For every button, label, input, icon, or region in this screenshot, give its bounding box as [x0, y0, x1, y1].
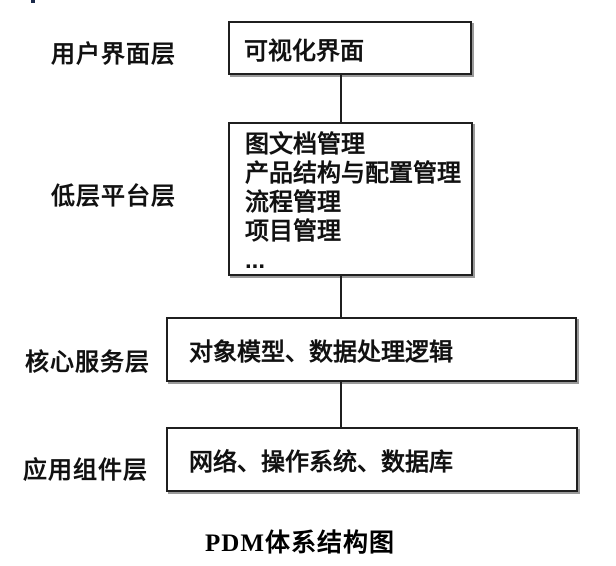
connector-line-2	[340, 276, 342, 317]
box-app-component-layer: 网络、操作系统、数据库	[166, 427, 578, 492]
layer-label-core-service: 核心服务层	[25, 349, 150, 376]
box-low-platform-layer: 图文档管理 产品结构与配置管理 流程管理 项目管理 ...	[228, 122, 473, 276]
box-user-interface-layer: 可视化界面	[228, 21, 472, 75]
stray-artifact-mark	[31, 0, 35, 3]
platform-item-process-mgmt: 流程管理	[245, 189, 341, 216]
layer-label-user-interface: 用户界面层	[51, 41, 176, 68]
diagram-title: PDM体系结构图	[205, 530, 395, 557]
platform-item-document-mgmt: 图文档管理	[245, 131, 365, 158]
box-core-service-text: 对象模型、数据处理逻辑	[189, 339, 453, 366]
platform-item-structure-config-mgmt: 产品结构与配置管理	[245, 160, 461, 187]
platform-item-project-mgmt: 项目管理	[245, 218, 341, 245]
platform-item-ellipsis: ...	[245, 247, 266, 274]
layer-label-app-component: 应用组件层	[23, 457, 148, 484]
box-user-interface-text: 可视化界面	[244, 37, 364, 65]
connector-line-3	[340, 382, 342, 427]
connector-line-1	[340, 75, 342, 122]
box-app-component-text: 网络、操作系统、数据库	[189, 449, 453, 476]
layer-label-low-platform: 低层平台层	[51, 183, 176, 210]
box-core-service-layer: 对象模型、数据处理逻辑	[166, 317, 577, 382]
